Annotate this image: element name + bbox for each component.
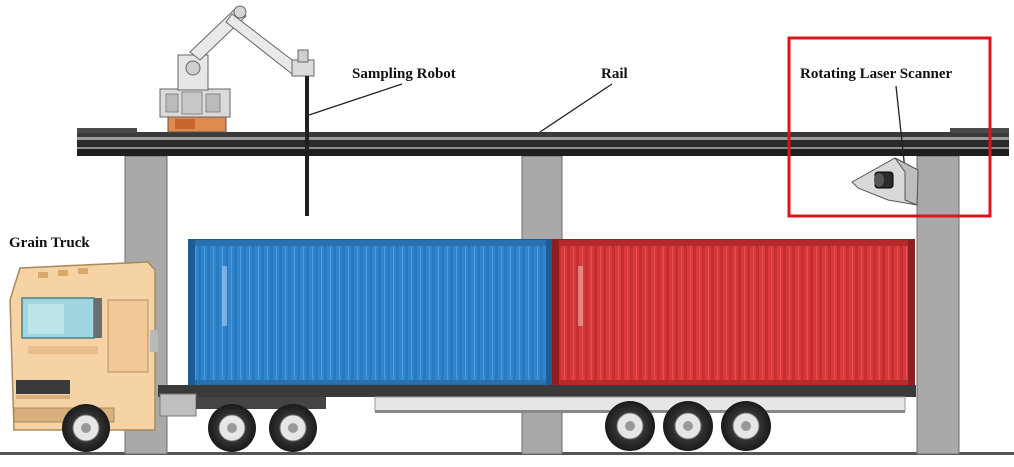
label-grain-truck: Grain Truck [9, 235, 90, 251]
wheel-icon [269, 404, 317, 452]
wheel-icon [605, 401, 655, 451]
wheel-icon [663, 401, 713, 451]
wheel-icon [208, 404, 256, 452]
scanner-highlight-box [787, 36, 992, 218]
wheel-icon [62, 404, 110, 452]
ground-line [0, 452, 1014, 455]
scanner-leader [895, 85, 906, 171]
red-container [552, 239, 915, 387]
label-leader-lines [308, 83, 906, 171]
label-rail: Rail [601, 66, 628, 82]
blue-container [188, 239, 553, 387]
wheels [62, 401, 771, 452]
label-sampling-robot: Sampling Robot [352, 66, 456, 82]
laser-scanner-icon [851, 157, 919, 206]
rail-leader [539, 83, 613, 133]
label-rotating-laser-scanner: Rotating Laser Scanner [800, 66, 953, 82]
sampling-robot-arm-icon [159, 5, 315, 216]
overhead-rail-beam [77, 128, 1009, 156]
pillar-right [916, 155, 960, 455]
wheel-icon [721, 401, 771, 451]
sampling-robot-leader [308, 83, 403, 116]
trailer-chassis [158, 385, 916, 417]
truck-cab-icon [9, 261, 158, 431]
